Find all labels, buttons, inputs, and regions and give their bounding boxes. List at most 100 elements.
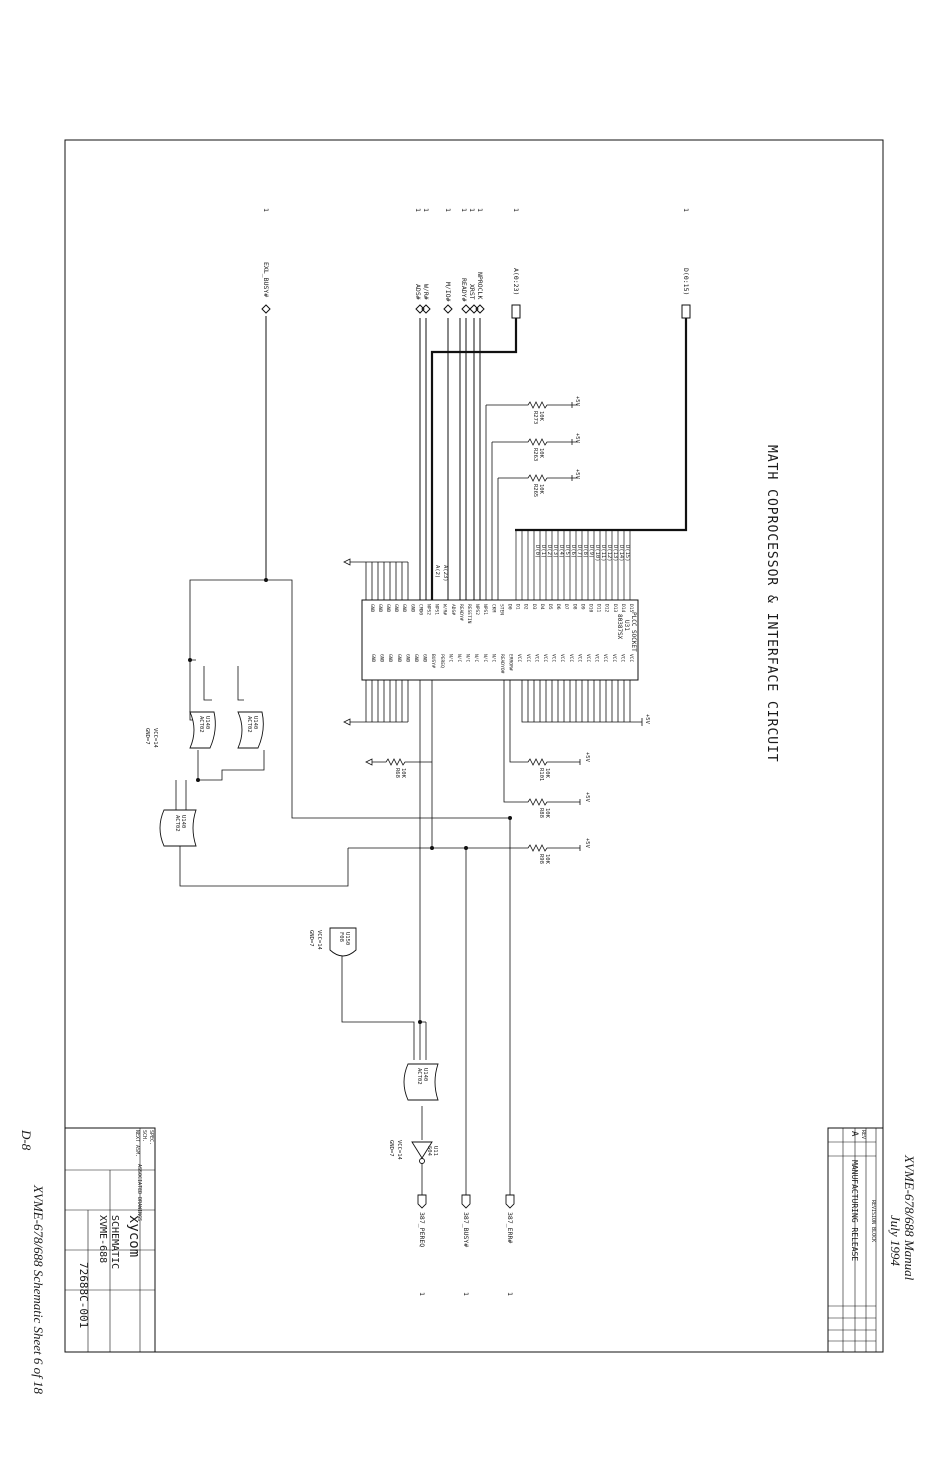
chip-pin-right: N/C (482, 654, 488, 663)
data-label: D(15) (624, 545, 630, 562)
chip-pin-left: NPS2 (426, 604, 432, 615)
resistor-value: 10K (538, 484, 544, 495)
port-number: 1 (476, 208, 484, 212)
port-label: EXL_BUSY# (262, 262, 270, 297)
chip-pin-left: CKM (490, 604, 496, 613)
page-header: XVME-678/688 Manual July 1994 (888, 1154, 917, 1281)
chip-pin-left: D1 (515, 604, 521, 610)
chip-pin-left: D14 (620, 604, 626, 613)
port-number: 1 (468, 208, 476, 212)
chip-pin-right: VCC (533, 654, 539, 663)
chip-pin-right: VCC (559, 654, 565, 663)
port-label: XRST (468, 284, 476, 300)
chip-pin-left: D12 (604, 604, 610, 613)
port-number: 1 (682, 208, 690, 212)
data-label: D(11) (600, 545, 606, 562)
resistor-value: 10K (538, 448, 544, 459)
power-note: VCC=14 (152, 728, 158, 749)
port-number: 1 (418, 1292, 426, 1296)
data-label: D(14) (618, 545, 624, 562)
chip-pin-right: VCC (594, 654, 600, 663)
drawing-border (64, 139, 884, 1353)
chip-pin-right: ERROR# (508, 654, 514, 671)
resistor-ref: R273 (532, 411, 538, 424)
addr-label: A(2) (434, 565, 440, 578)
revision-col: REV (860, 1130, 866, 1139)
chip-pin-left: NPS1 (482, 604, 488, 615)
supply-label: +5V (584, 838, 590, 849)
chip-pin-right: VCC (576, 654, 582, 663)
drawing-title: SCHEMATIC (109, 1215, 120, 1269)
power-note: GND=7 (388, 1140, 394, 1157)
power-note: GND=7 (308, 930, 314, 947)
port-number: 1 (444, 208, 452, 212)
data-label: D(12) (606, 545, 612, 562)
gate-labels: U140 ACT02 U140 ACT02 U140 ACT02 U150 F0… (144, 716, 438, 1161)
port-label: READY# (460, 278, 468, 302)
resistor-ref: R68 (394, 768, 400, 778)
chip-pin-left: CMD0 (417, 604, 423, 615)
ground-rails (343, 558, 643, 726)
port-number: 1 (506, 1292, 514, 1296)
chip-pin-left: STEN (498, 604, 504, 615)
chip-pin-left: RESETIN (466, 604, 472, 624)
chip-pin-right: PEREQ (439, 654, 445, 668)
logic-nets (175, 579, 511, 1195)
chip-pin-right: READYO# (499, 654, 505, 674)
addr-label: A(23) (442, 565, 448, 582)
gate-ref: U140 (422, 1068, 428, 1081)
chip-pin-right: N/C (447, 654, 453, 663)
data-label: D(10) (594, 545, 600, 562)
supply-label: +5V (574, 396, 580, 407)
gate-part: F08 (338, 932, 344, 942)
logic-gates (159, 711, 439, 1164)
top-ports (261, 304, 691, 600)
data-label: D(1) (540, 545, 546, 558)
chip-pin-left: D8 (571, 604, 577, 610)
port-label: 387_PEREQ (418, 1212, 426, 1247)
gate-ref: U140 (252, 716, 258, 729)
chip-pin-right: N/C (490, 654, 496, 663)
data-label: D(13) (612, 545, 618, 562)
chip-pin-left: GND (377, 604, 383, 613)
chip-pin-left: ADS# (450, 604, 456, 615)
manual-title: XVME-678/688 Manual (902, 1154, 917, 1281)
schematic-title: MATH COPROCESSOR & INTERFACE CIRCUIT (764, 445, 779, 763)
port-label: 387_BUSY# (462, 1212, 470, 1247)
nor-gate-1 (189, 711, 216, 749)
port-label: M/IO# (444, 282, 452, 302)
and-gate (329, 927, 357, 957)
chip-pin-right: BUSY# (430, 654, 436, 668)
chip-pin-left: D7 (563, 604, 569, 610)
power-note: VCC=14 (396, 1140, 402, 1161)
coprocessor-chip: PLCC SOCKET U31 80387SX D15D14D13D12D11D… (361, 599, 639, 681)
data-line-labels: D(15) D(14) D(13) D(12) D(11) D(10) D(9)… (434, 545, 630, 582)
gate-part: ACT02 (416, 1068, 422, 1085)
gate-ref: U140 (204, 716, 210, 729)
revision-description: MANUFACTURING RELEASE (850, 1160, 859, 1261)
nor-gate-3 (159, 809, 197, 847)
chip-pins: D15D14D13D12D11D10D9D8D7D6D5D4D3D2D1D0ST… (369, 604, 634, 674)
pullup-labels-top: R273 10K R263 10K R265 10K +5V +5V +5V (532, 396, 580, 497)
pullup-resistors-top (485, 401, 578, 600)
port-number: 1 (422, 208, 430, 212)
chip-pin-left: READY# (458, 604, 464, 621)
chip-pin-right: GND (413, 654, 419, 663)
chip-pin-right: VCC (585, 654, 591, 663)
chip-pin-left: D3 (531, 604, 537, 610)
port-number: 1 (460, 208, 468, 212)
chip-pin-left: D6 (555, 604, 561, 610)
supply-label: +5V (644, 714, 650, 725)
associated-drawings: ASSOCIATED DRAWINGS (136, 1164, 142, 1221)
chip-pin-left: GND (385, 604, 391, 613)
chip-pin-left: GND (401, 604, 407, 613)
resistor-value: 10K (544, 854, 550, 865)
data-label: D(2) (546, 545, 552, 558)
supply-label: +5V (574, 433, 580, 444)
data-label: D(5) (564, 545, 570, 558)
chip-pin-right: N/C (473, 654, 479, 663)
revision-letter: A (849, 1131, 859, 1137)
port-label: W/R# (422, 284, 430, 300)
chip-pin-right: GND (370, 654, 376, 663)
socket-label: PLCC SOCKET (630, 612, 637, 652)
